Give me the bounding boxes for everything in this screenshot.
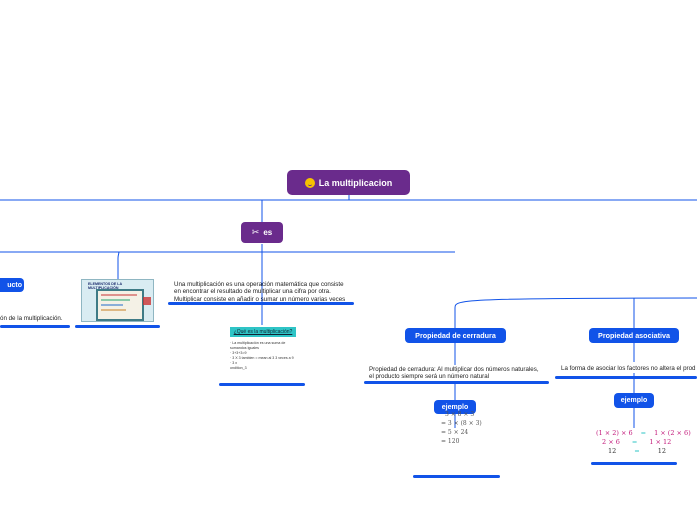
cerradura-text: Propiedad de cerradura: Al multiplicar d…: [369, 366, 539, 381]
math-row1-left: (1 × 2) × 6: [596, 429, 633, 437]
smiley-icon: [304, 177, 315, 188]
cerradura-example-underline: [413, 475, 500, 478]
cerradura-underline: [364, 381, 549, 384]
thumbnail-underline: [75, 325, 160, 328]
mini-card-line: · 3 x: [230, 361, 237, 365]
math-row2-right: 1 × 12: [649, 438, 672, 446]
math-row2-left: 2 × 6: [602, 438, 620, 446]
mini-card-underline: [219, 383, 305, 386]
math-row3-eq: =: [634, 447, 640, 455]
cerradura-example-label: ejemplo: [441, 403, 469, 411]
asociativa-example-label: ejemplo: [620, 397, 648, 404]
mini-card-line: · 3 X 3 tambien = mean al 3 3 veces a 9: [230, 356, 294, 360]
asociativa-underline: [555, 376, 697, 379]
cerradura-line-1: Propiedad de cerradura: Al multiplicar d…: [369, 366, 539, 373]
cerradura-math-line: = 5 × 24: [441, 429, 469, 436]
asociativa-text: La forma de asociar los factores no alte…: [561, 365, 696, 372]
thumbnail-screen: [96, 289, 144, 321]
root-label: La multiplicacion: [318, 177, 393, 188]
root-node[interactable]: La multiplicacion: [287, 170, 410, 195]
math-row1-eq: =: [640, 429, 647, 437]
cerradura-line-2: el producto siempre será un número natur…: [369, 373, 490, 381]
cerradura-math-line: 3 × 8 × 3: [445, 411, 475, 418]
math-row1-right: 1 × (2 × 6): [654, 429, 691, 437]
definition-line-1: Una multiplicación es una operación mate…: [174, 281, 344, 288]
cerradura-math-line: = 120: [441, 438, 460, 445]
definition-line-3: Multiplicar consiste en añadir o sumar u…: [174, 295, 346, 303]
left-partial-label: ucto: [7, 281, 22, 289]
tools-icon: ✂: [251, 227, 260, 237]
definition-line-2: en encontrar el resultado de multiplicar…: [174, 288, 331, 296]
cerradura-label: Propiedad de cerradura: [415, 331, 496, 340]
definition-underline: [168, 302, 354, 305]
asociativa-node[interactable]: Propiedad asociativa: [589, 328, 679, 343]
thumbnail-icon: [143, 297, 151, 305]
multiplication-elements-thumbnail[interactable]: ELEMENTOS DE LA MULTIPLICACIÓN: [81, 279, 154, 322]
asociativa-example-node[interactable]: ejemplo: [614, 393, 654, 408]
math-row2-eq: =: [631, 438, 638, 446]
es-node[interactable]: ✂ es: [241, 222, 283, 243]
asociativa-math: (1 × 2) × 6 = 1 × (2 × 6) 2 × 6 = 1 × 12…: [596, 429, 691, 456]
asociativa-label: Propiedad asociativa: [598, 331, 670, 340]
cerradura-node[interactable]: Propiedad de cerradura: [405, 328, 506, 343]
asociativa-example-underline: [591, 462, 677, 465]
left-text-underline: [0, 325, 70, 328]
cerradura-example-node[interactable]: ejemplo: [434, 400, 476, 414]
definition-text: Una multiplicación es una operación mate…: [174, 281, 345, 303]
thumbnail-title: ELEMENTOS DE LA MULTIPLICACIÓN: [88, 282, 122, 290]
es-label: es: [263, 228, 273, 237]
left-partial-node[interactable]: ucto: [0, 278, 24, 292]
math-row3-left: 12: [608, 447, 617, 455]
mini-card-line: ondition_3: [230, 366, 247, 370]
mini-card-text: · La multiplicación es una suma de suman…: [230, 341, 294, 371]
mini-card-line: · La multiplicación es una suma de: [230, 341, 286, 345]
mini-card-line: · 3+3+3=9: [230, 351, 247, 355]
cerradura-math-line: = 3 × (8 × 3): [441, 420, 482, 427]
left-partial-text: ón de la multiplicación.: [0, 315, 63, 322]
math-row3-right: 12: [657, 447, 667, 455]
cerradura-math: 3 × 8 × 3 = 3 × (8 × 3) = 5 × 24 = 120: [441, 408, 482, 446]
mini-card-title[interactable]: ¿Qué es la multiplicación?: [230, 327, 296, 337]
mini-card-line: sumandos iguales: [230, 346, 259, 350]
